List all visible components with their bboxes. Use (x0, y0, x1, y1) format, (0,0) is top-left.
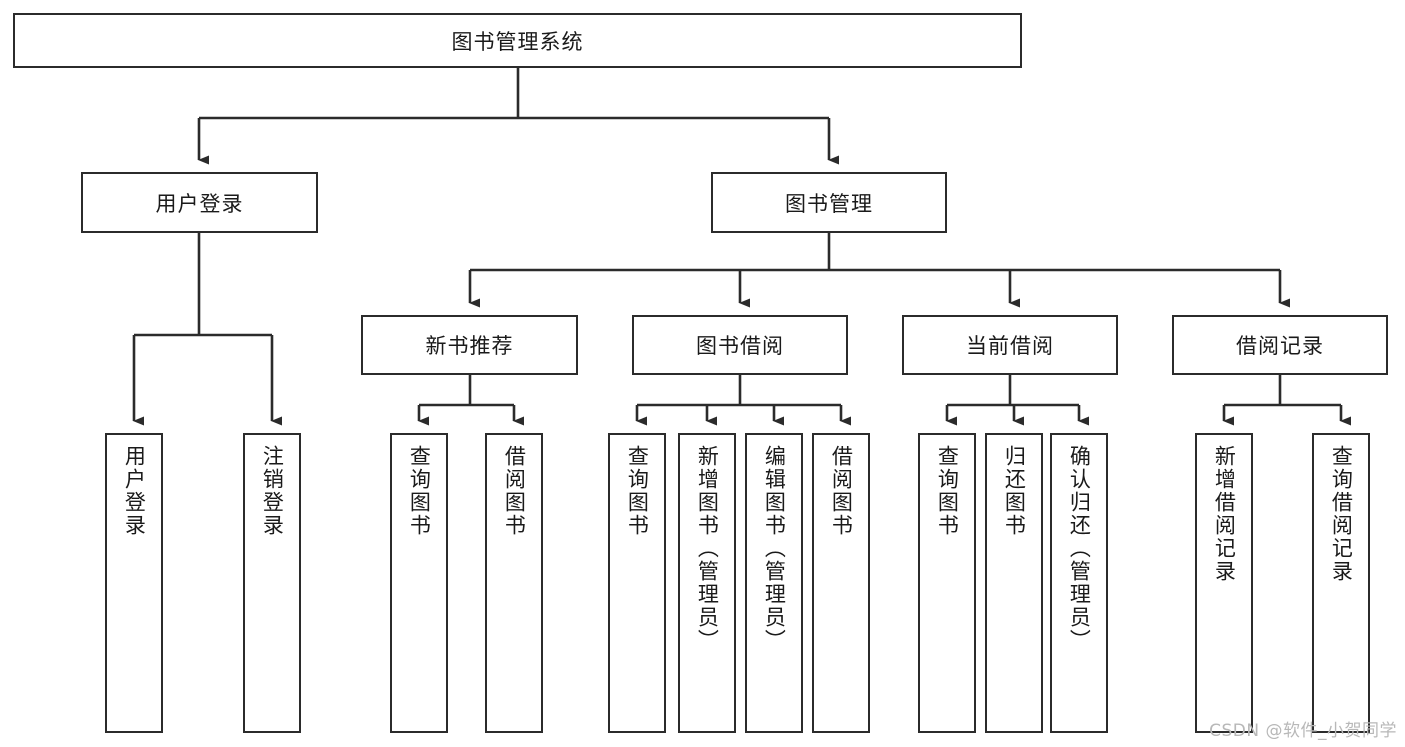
leaf-return-book-label: 归还图书 (1002, 445, 1027, 537)
leaf-search-book-borrow-label: 查询图书 (625, 445, 650, 537)
leaf-logout[interactable]: 注销登录 (243, 433, 301, 733)
leaf-edit-book-admin-label: 编辑图书（管理员） (762, 445, 787, 652)
node-new-book-recommend-label: 新书推荐 (425, 334, 514, 358)
node-book-management-label: 图书管理 (785, 191, 873, 216)
leaf-user-login-label: 用户登录 (122, 445, 147, 537)
node-new-book-recommend[interactable]: 新书推荐 (361, 315, 578, 375)
leaf-borrow-book[interactable]: 借阅图书 (812, 433, 870, 733)
leaf-search-borrow-record-label: 查询借阅记录 (1329, 445, 1354, 583)
leaf-search-borrow-record[interactable]: 查询借阅记录 (1312, 433, 1370, 733)
node-user-login-label: 用户登录 (155, 191, 244, 216)
leaf-return-book[interactable]: 归还图书 (985, 433, 1043, 733)
leaf-logout-label: 注销登录 (260, 445, 285, 537)
leaf-edit-book-admin[interactable]: 编辑图书（管理员） (745, 433, 803, 733)
watermark: CSDN @软件_小贺同学 (1209, 721, 1397, 741)
leaf-add-borrow-record-label: 新增借阅记录 (1212, 445, 1237, 583)
node-root-label: 图书管理系统 (451, 29, 584, 54)
node-current-borrow[interactable]: 当前借阅 (902, 315, 1118, 375)
leaf-add-book-admin[interactable]: 新增图书（管理员） (678, 433, 736, 733)
node-book-borrow-label: 图书借阅 (696, 334, 784, 358)
node-root[interactable]: 图书管理系统 (13, 13, 1022, 68)
leaf-search-book-recommend-label: 查询图书 (407, 445, 432, 537)
leaf-borrow-book-recommend-label: 借阅图书 (502, 445, 527, 537)
node-current-borrow-label: 当前借阅 (966, 334, 1054, 358)
leaf-confirm-return-admin[interactable]: 确认归还（管理员） (1050, 433, 1108, 733)
leaf-search-book-borrow[interactable]: 查询图书 (608, 433, 666, 733)
leaf-confirm-return-admin-label: 确认归还（管理员） (1067, 445, 1092, 652)
node-book-management[interactable]: 图书管理 (711, 172, 947, 233)
leaf-add-book-admin-label: 新增图书（管理员） (695, 445, 720, 652)
node-borrow-record[interactable]: 借阅记录 (1172, 315, 1388, 375)
leaf-borrow-book-label: 借阅图书 (829, 445, 854, 537)
leaf-user-login[interactable]: 用户登录 (105, 433, 163, 733)
node-borrow-record-label: 借阅记录 (1236, 334, 1324, 358)
leaf-search-book-current-label: 查询图书 (935, 445, 960, 537)
leaf-borrow-book-recommend[interactable]: 借阅图书 (485, 433, 543, 733)
node-book-borrow[interactable]: 图书借阅 (632, 315, 848, 375)
leaf-add-borrow-record[interactable]: 新增借阅记录 (1195, 433, 1253, 733)
leaf-search-book-recommend[interactable]: 查询图书 (390, 433, 448, 733)
node-user-login[interactable]: 用户登录 (81, 172, 318, 233)
leaf-search-book-current[interactable]: 查询图书 (918, 433, 976, 733)
